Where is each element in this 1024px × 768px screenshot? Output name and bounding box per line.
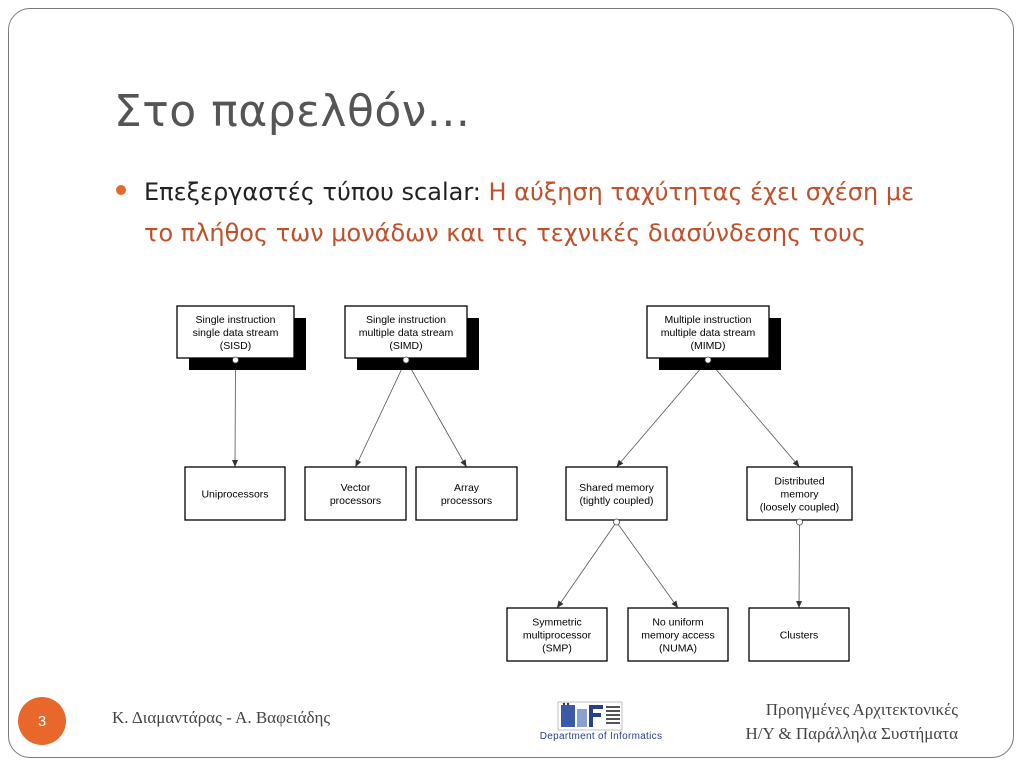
connector-icon bbox=[613, 518, 620, 526]
node-label: (MIMD) bbox=[691, 340, 726, 352]
bullet-item: Επεξεργαστές τύπου scalar: Η αύξηση ταχύ… bbox=[116, 172, 916, 254]
arrowhead-icon bbox=[232, 459, 239, 467]
node-box bbox=[748, 607, 850, 662]
arrowhead-icon bbox=[792, 459, 800, 467]
node-label: single data stream bbox=[193, 327, 279, 339]
node-label: (NUMA) bbox=[659, 643, 697, 655]
node-shared: Shared memory(tightly coupled) bbox=[565, 466, 668, 521]
node-label: (SISD) bbox=[220, 340, 252, 352]
connector-icon bbox=[704, 356, 712, 364]
node-label: Vector bbox=[341, 482, 371, 494]
node-label: (SMP) bbox=[542, 643, 572, 655]
logo-caption: Department of Informatics bbox=[539, 731, 663, 742]
bullet-lead: Επεξεργαστές τύπου scalar: bbox=[144, 178, 489, 206]
node-label: multiprocessor bbox=[523, 630, 592, 642]
edge-simd-vector bbox=[355, 359, 407, 468]
bullet-highlight: Η αύξηση ταχύτητας έχει σχέση με το πλήθ… bbox=[144, 178, 915, 247]
node-label: multiple data stream bbox=[661, 327, 756, 339]
edge-sisd-uniprocessors bbox=[234, 359, 236, 468]
connector-icon bbox=[232, 356, 239, 364]
node-label: memory bbox=[781, 489, 820, 501]
node-label: processors bbox=[441, 495, 492, 507]
connector-icon bbox=[402, 356, 410, 364]
bullet-text: Επεξεργαστές τύπου scalar: Η αύξηση ταχύ… bbox=[144, 172, 916, 254]
node-box bbox=[184, 466, 286, 521]
footer-course: Προηγμένες Αρχιτεκτονικές Η/Υ & Παράλληλ… bbox=[745, 698, 958, 746]
node-label: Multiple instruction bbox=[665, 314, 752, 326]
node-box bbox=[646, 305, 770, 359]
arrowhead-icon bbox=[460, 459, 467, 467]
node-label: Symmetric bbox=[532, 617, 582, 629]
node-label: multiple data stream bbox=[359, 327, 454, 339]
node-label: (tightly coupled) bbox=[579, 495, 653, 507]
connector-icon bbox=[796, 518, 803, 526]
arrowhead-icon bbox=[557, 600, 564, 608]
node-box bbox=[506, 607, 608, 662]
node-label: Clusters bbox=[780, 630, 819, 642]
node-label: No uniform bbox=[652, 617, 704, 629]
arrowhead-icon bbox=[671, 600, 678, 608]
edge-mimd-distributed bbox=[707, 359, 800, 468]
node-label: (SIMD) bbox=[389, 340, 422, 352]
node-label: Uniprocessors bbox=[201, 489, 268, 501]
node-box bbox=[344, 305, 468, 359]
bullet-dot-icon bbox=[116, 185, 126, 195]
node-box bbox=[415, 466, 518, 521]
slide-title: Στο παρελθόν... bbox=[114, 86, 471, 137]
node-label: (loosely coupled) bbox=[760, 502, 839, 514]
node-box bbox=[565, 466, 668, 521]
node-label: Shared memory bbox=[579, 482, 654, 494]
edge-shared-numa bbox=[616, 521, 679, 609]
node-label: Array bbox=[454, 482, 480, 494]
edge-distributed-clusters bbox=[798, 521, 800, 609]
arrowhead-icon bbox=[796, 600, 803, 608]
edge-simd-array bbox=[405, 359, 467, 468]
node-uniprocessors: Uniprocessors bbox=[184, 466, 286, 521]
node-box bbox=[176, 305, 295, 359]
node-box bbox=[627, 607, 729, 662]
node-label: processors bbox=[330, 495, 381, 507]
footer-course-line1: Προηγμένες Αρχιτεκτονικές bbox=[765, 700, 958, 719]
arrowhead-icon bbox=[616, 459, 624, 467]
footer-authors: Κ. Διαμαντάρας - Α. Βαφειάδης bbox=[112, 708, 331, 727]
arrowhead-icon bbox=[355, 459, 362, 467]
page-number: 3 bbox=[18, 697, 66, 745]
node-label: Single instruction bbox=[196, 314, 276, 326]
node-box bbox=[304, 466, 407, 521]
node-box bbox=[746, 466, 853, 521]
edge-mimd-shared bbox=[616, 359, 709, 468]
footer-course-line2: Η/Υ & Παράλληλα Συστήματα bbox=[745, 724, 958, 743]
node-label: Single instruction bbox=[366, 314, 446, 326]
node-clusters: Clusters bbox=[748, 607, 850, 662]
node-label: memory access bbox=[641, 630, 715, 642]
edge-shared-smp bbox=[556, 521, 617, 609]
node-label: Distributed bbox=[774, 476, 824, 488]
department-logo-icon bbox=[557, 701, 623, 731]
